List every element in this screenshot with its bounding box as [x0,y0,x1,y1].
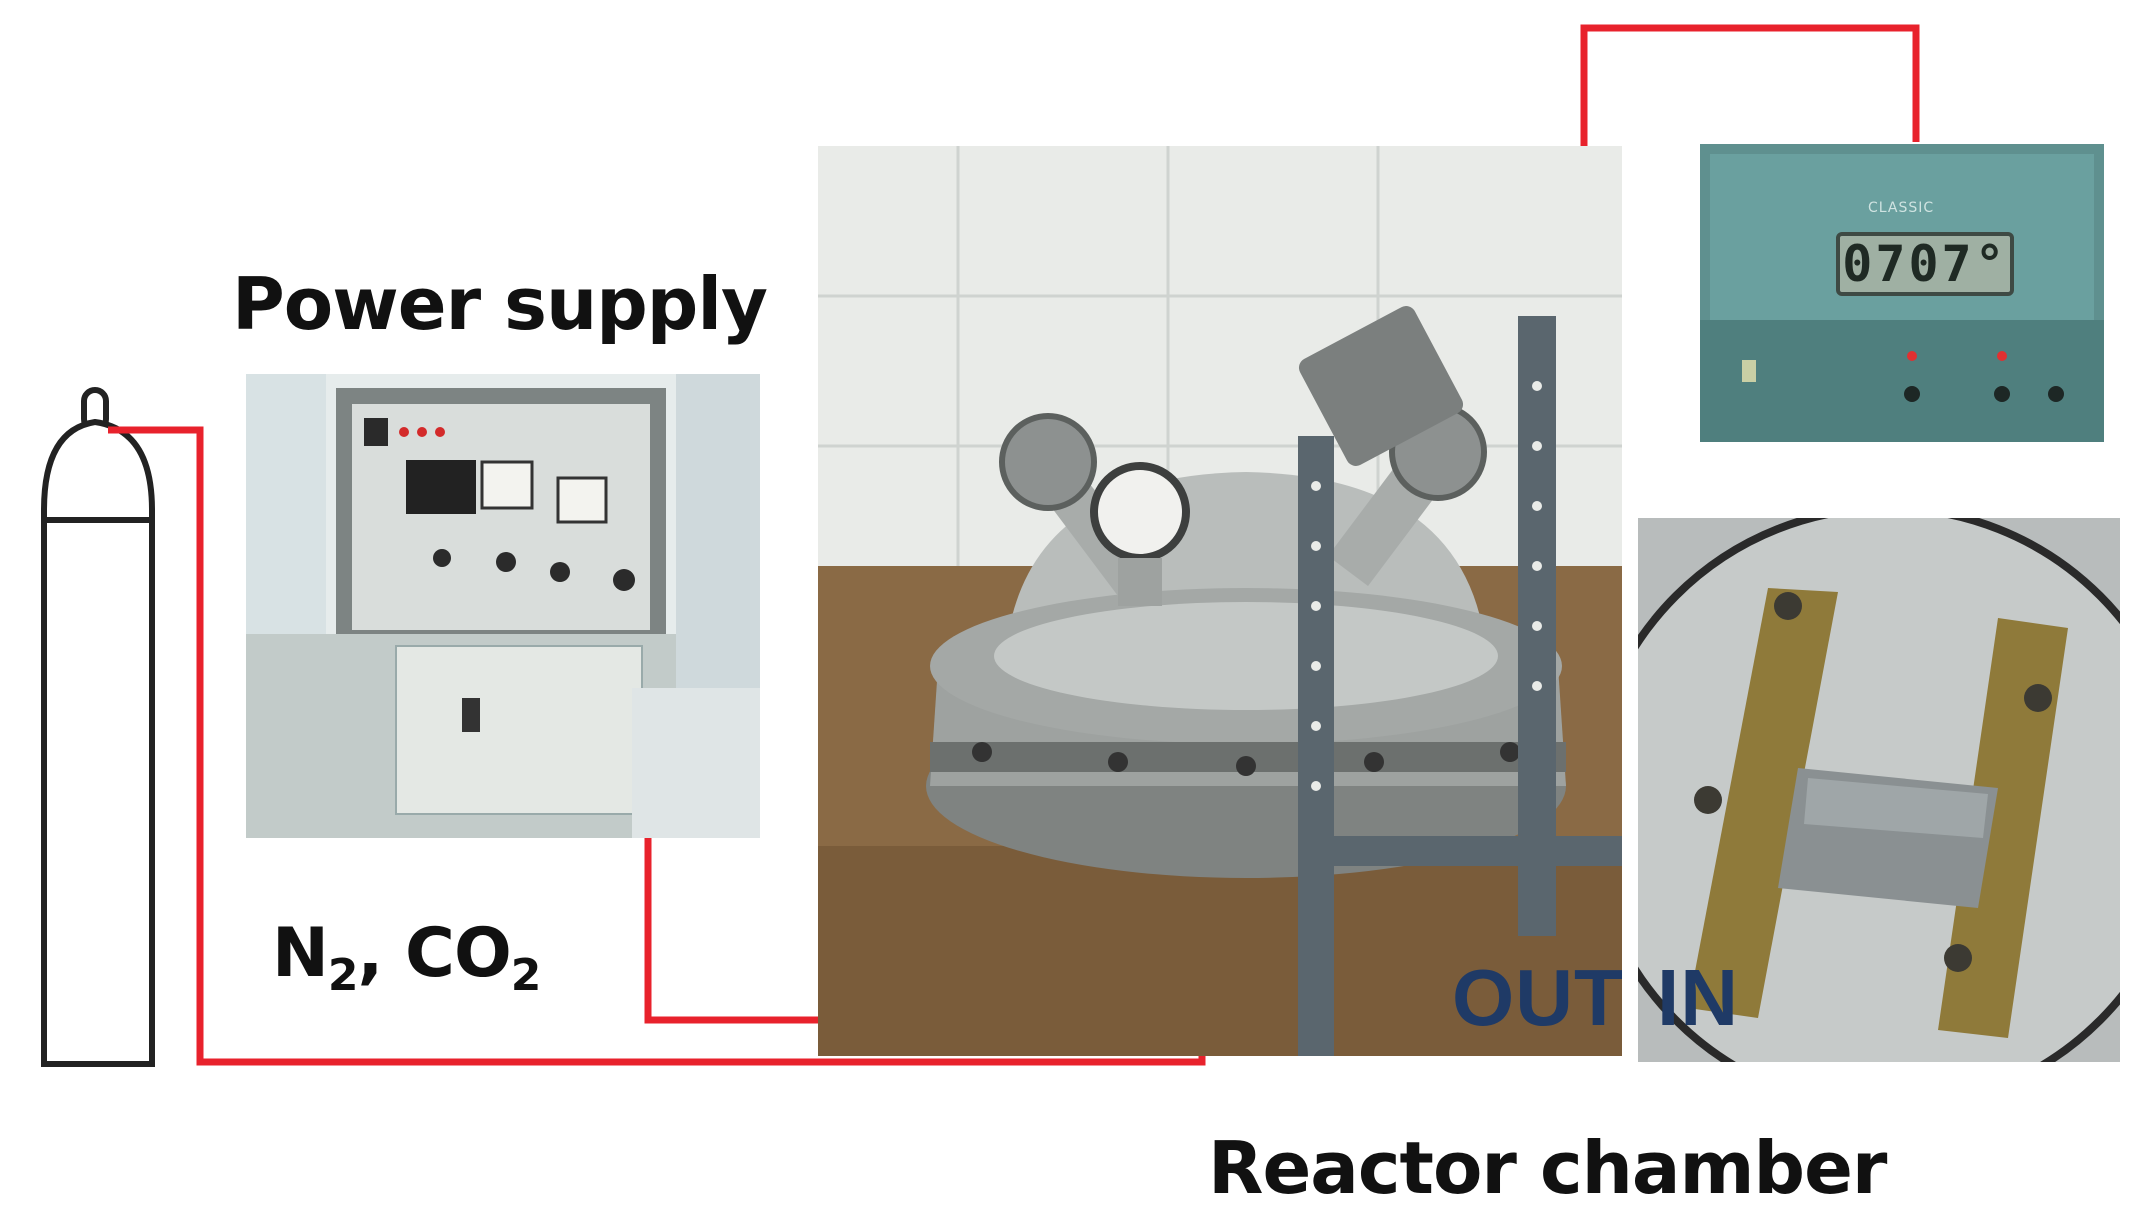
in-label: IN [1657,953,1739,1042]
power-supply-photo [246,374,760,838]
thermometer-brand: CLASSIC [1868,200,1935,216]
reactor-photo [818,146,1622,1056]
gas-co-text: , CO [357,914,512,993]
power-supply-label: Power supply [232,262,768,346]
temperature-readout: 0707° [1836,232,2014,296]
gas-n-text: N [272,914,329,993]
sample-holder-photo [1638,518,2120,1062]
gas-cylinder-icon [41,387,155,1067]
thermocouple-line [1580,24,1920,248]
gas-n-subscript: 2 [327,950,359,1001]
gas-label: N2, CO2 [272,914,542,1001]
out-label: OUT [1452,953,1624,1042]
gas-co-subscript: 2 [510,950,542,1001]
reactor-chamber-label: Reactor chamber [1208,1126,1887,1210]
